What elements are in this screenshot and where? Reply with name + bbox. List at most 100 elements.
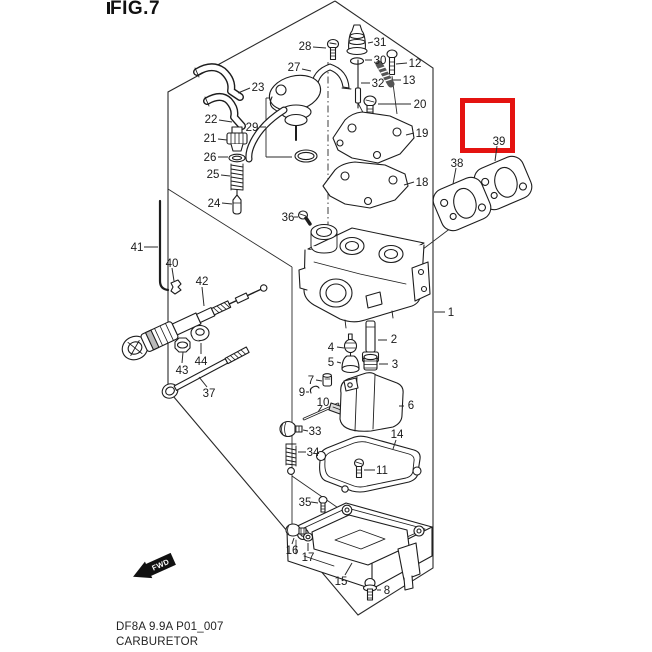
part-label-15: 15 [335, 576, 348, 588]
part-8-bolt [362, 577, 378, 601]
part-label-35: 35 [299, 497, 312, 509]
part-12-bolt [386, 49, 398, 76]
part-24-needle-valve [232, 189, 242, 215]
part-label-16: 16 [286, 545, 299, 557]
leader-line [301, 68, 312, 72]
part-label-2: 2 [391, 334, 397, 346]
part-11-screw [353, 458, 365, 479]
part-18-gasket [322, 161, 409, 209]
part-38-gasket [432, 176, 492, 232]
leader-line [312, 46, 327, 49]
leader-line [291, 537, 295, 545]
highlight-box-layer [460, 98, 515, 153]
part-label-8: 8 [384, 585, 390, 597]
part-label-26: 26 [204, 152, 217, 164]
leader-line [198, 376, 208, 388]
part-label-37: 37 [203, 388, 216, 400]
leader-line [310, 501, 319, 504]
part-label-1: 1 [448, 307, 454, 319]
part-22-hose [203, 93, 246, 130]
part-label-36: 36 [282, 212, 295, 224]
part-39-gasket [473, 155, 533, 211]
part-label-7: 7 [308, 375, 314, 387]
part-44-grommet [190, 324, 210, 342]
leader-line [452, 167, 457, 185]
part-34-ball [287, 467, 295, 475]
part-label-14: 14 [391, 429, 404, 441]
part-label-18: 18 [416, 177, 429, 189]
part-14-bowl-gasket [315, 435, 422, 493]
exploded-view-boundary [167, 0, 434, 616]
construction-line [291, 475, 345, 513]
part-label-10: 10 [317, 397, 330, 409]
part-36-screw [297, 210, 312, 226]
leader-line [218, 119, 233, 123]
construction-line [167, 188, 293, 268]
leader-line [171, 267, 175, 282]
part-23-hose [193, 63, 244, 101]
leader-line [344, 562, 353, 576]
part-label-43: 43 [176, 365, 189, 377]
part-7-pilot-jet [322, 373, 333, 387]
part-label-27: 27 [288, 62, 301, 74]
part-label-38: 38 [451, 158, 464, 170]
footer: DF8A 9.9A P01_007 CARBURETOR [116, 620, 224, 650]
part-label-12: 12 [409, 58, 422, 70]
leader-line [302, 429, 309, 432]
part-37-bolt [161, 346, 250, 399]
part-30-oring [349, 57, 365, 65]
part-25-spring [230, 163, 244, 191]
part-35-screw [318, 495, 328, 513]
part-label-6: 6 [408, 400, 414, 412]
part-label-42: 42 [196, 276, 209, 288]
part-label-25: 25 [207, 169, 220, 181]
figure-title: FIG.7 [110, 0, 161, 19]
leader-line [405, 132, 415, 136]
part-label-20: 20 [414, 99, 427, 111]
part-label-4: 4 [328, 342, 335, 354]
part-label-41: 41 [131, 242, 144, 254]
part-label-24: 24 [208, 198, 221, 210]
part-label-44: 44 [195, 356, 208, 368]
part-label-40: 40 [166, 258, 179, 270]
part-16-drain-plug [285, 523, 307, 537]
part-29-pump-assembly [245, 74, 322, 163]
parts-artwork: FWD [121, 24, 533, 601]
part-label-29: 29 [246, 122, 259, 134]
part-43-nut [174, 337, 191, 353]
leader-line [494, 145, 498, 162]
leader-line [317, 405, 323, 413]
leader-line [336, 361, 342, 364]
part-label-5: 5 [328, 357, 334, 369]
leader-line [181, 351, 184, 364]
part-13-spring [375, 60, 395, 88]
part-17-washer [302, 532, 314, 542]
part-28-screw [326, 38, 340, 61]
part-label-23: 23 [252, 82, 265, 94]
drawing-code: DF8A 9.9A P01_007 [116, 621, 224, 633]
part-20-bolt [363, 95, 377, 121]
part-label-17: 17 [302, 552, 315, 564]
part-3-main-jet [363, 353, 378, 371]
leader-line [403, 181, 415, 186]
part-5-jet-holder [341, 355, 360, 374]
fwd-arrow: FWD [133, 552, 176, 579]
part-label-31: 31 [374, 37, 387, 49]
part-33-plug-screw [279, 420, 303, 438]
leader-line [392, 439, 397, 450]
part-19-gasket [332, 111, 415, 164]
clipped-glyph [107, 2, 110, 14]
part-26-oring [228, 153, 246, 163]
part-label-22: 22 [205, 114, 218, 126]
part-label-13: 13 [403, 75, 416, 87]
drawing-name: CARBURETOR [116, 636, 199, 648]
part-21-fitting [226, 126, 248, 152]
part-1-carburetor-body [298, 223, 431, 329]
part-6-float [339, 372, 404, 432]
part-label-28: 28 [299, 41, 312, 53]
part-32-needle [354, 59, 362, 109]
part-label-21: 21 [204, 133, 217, 145]
